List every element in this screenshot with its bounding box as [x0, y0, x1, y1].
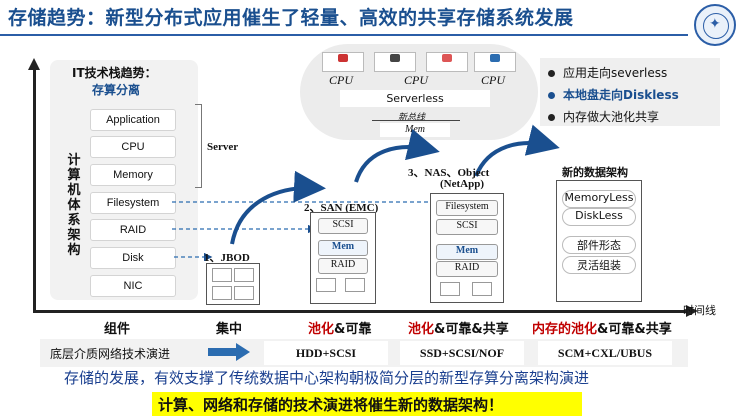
- nas-scsi: SCSI: [436, 219, 498, 235]
- app-thumbnail-1: [322, 52, 364, 72]
- disk-slot: [316, 278, 336, 292]
- time-axis: [33, 310, 688, 313]
- time-axis-label: 时间线: [683, 304, 716, 317]
- layer-nic: NIC: [90, 275, 176, 297]
- evolution-arrow-head: [236, 343, 250, 361]
- new-arch-diskless: DiskLess: [562, 208, 636, 226]
- trend-panel: [540, 58, 720, 126]
- layer-disk: Disk: [90, 247, 176, 269]
- layer-raid: RAID: [90, 219, 176, 241]
- conclusion-text: 计算、网络和存储的技术演进将催生新的数据架构！: [158, 396, 504, 414]
- category-components: 组件: [104, 322, 131, 337]
- evolution-stage-1: HDD+SCSI: [264, 341, 388, 365]
- san-mem: Mem: [318, 240, 368, 256]
- new-bus-label: 新总线: [398, 112, 426, 122]
- serverless-cpu-2: CPU: [404, 73, 428, 87]
- title-divider: [0, 34, 688, 36]
- server-brace: [195, 104, 202, 188]
- disk-slot: [234, 286, 254, 300]
- stage-nas-label-1: 3、NAS、Object: [408, 167, 490, 179]
- new-arch-component-form: 部件形态: [562, 236, 636, 254]
- new-bus-line: [372, 120, 460, 121]
- time-axis-arrow: [686, 305, 698, 317]
- new-arch-memoryless: MemoryLess: [562, 190, 636, 208]
- stage-jbod-label: 1、JBOD: [204, 252, 250, 264]
- institution-logo: ✦: [694, 4, 736, 46]
- server-label: Server: [207, 141, 239, 153]
- layer-memory: Memory: [90, 164, 176, 186]
- summary-text: 存储的发展，有效支撑了传统数据中心架构朝极简分层的新型存算分离架构演进: [64, 369, 590, 387]
- new-arch-label: 新的数据架构: [562, 167, 628, 179]
- san-scsi: SCSI: [318, 218, 368, 234]
- evolution-arrow: [208, 348, 238, 356]
- new-arch-flexible-assembly: 灵活组装: [562, 256, 636, 274]
- disk-slot: [212, 286, 232, 300]
- stack-subtitle: 存算分离: [92, 83, 141, 97]
- y-axis-arrow: [28, 58, 40, 70]
- nas-mem: Mem: [436, 244, 498, 260]
- disk-slot: [472, 282, 492, 296]
- disk-slot: [212, 268, 232, 282]
- trend-item-memory-pool: 内存做大池化共享: [548, 108, 659, 125]
- disk-slot: [440, 282, 460, 296]
- evolution-stage-2: SSD+SCSI/NOF: [400, 341, 524, 365]
- category-memory-pooling: 内存的池化&可靠&共享: [532, 322, 672, 337]
- stage-nas-label-2: (NetApp): [440, 178, 484, 190]
- layer-filesystem: Filesystem: [90, 192, 176, 214]
- layer-cpu: CPU: [90, 136, 176, 158]
- layer-application: Application: [90, 109, 176, 131]
- nas-filesystem: Filesystem: [436, 200, 498, 216]
- stack-title: IT技术栈趋势：: [72, 66, 157, 80]
- evolution-stage-3: SCM+CXL/UBUS: [538, 341, 672, 365]
- bullet-icon: [548, 70, 555, 77]
- app-thumbnail-3: [426, 52, 468, 72]
- evolution-label: 底层介质网络技术演进: [50, 347, 171, 361]
- bullet-icon: [548, 114, 555, 121]
- y-axis: [33, 68, 36, 312]
- disk-slot: [234, 268, 254, 282]
- trend-item-serverless: 应用走向severless: [548, 64, 667, 81]
- stack-vertical-label: 计算机体系架构: [67, 153, 81, 258]
- app-thumbnail-4: [474, 52, 516, 72]
- category-pooling-reliable-shared: 池化&可靠&共享: [408, 322, 509, 337]
- nas-raid: RAID: [436, 261, 498, 277]
- disk-slot: [345, 278, 365, 292]
- summary-highlight: [152, 392, 582, 416]
- bullet-icon: [548, 92, 555, 99]
- category-centralized: 集中: [216, 322, 243, 337]
- serverless-label: Serverless: [340, 90, 490, 107]
- san-raid: RAID: [318, 258, 368, 274]
- trend-item-diskless: 本地盘走向Diskless: [548, 86, 679, 103]
- stage-san-label: 2、SAN (EMC): [304, 202, 379, 214]
- page-title: 存储趋势：新型分布式应用催生了轻量、高效的共享存储系统发展: [8, 7, 574, 29]
- serverless-cpu-3: CPU: [481, 73, 505, 87]
- app-thumbnail-2: [374, 52, 416, 72]
- serverless-cpu-1: CPU: [329, 73, 353, 87]
- category-pooling-reliable: 池化&可靠: [308, 322, 372, 337]
